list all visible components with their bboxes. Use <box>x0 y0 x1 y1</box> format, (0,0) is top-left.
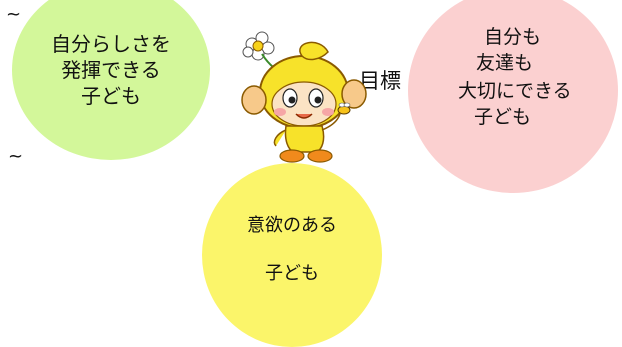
goal-circle-yellow: 意欲のある 子ども <box>202 163 382 347</box>
green-line-1: 自分らしさを <box>51 32 171 56</box>
bee-icon <box>337 102 351 115</box>
tilde-mid: ~ <box>8 146 24 167</box>
pink-line-1: 自分も <box>484 26 542 48</box>
green-line-3: 子ども <box>81 84 141 108</box>
tilde-top: ~ <box>6 4 22 25</box>
goal-circle-green: 自分らしさを 発揮できる 子ども <box>12 0 210 160</box>
yellow-line-2: 子ども <box>265 263 319 284</box>
mascot-character-icon <box>241 31 367 163</box>
pink-line-3: 大切にできる <box>458 80 572 102</box>
pink-line-2: 友達も <box>476 52 534 74</box>
pink-line-4: 子ども <box>474 106 532 128</box>
yellow-line-1: 意欲のある <box>247 215 337 236</box>
goal-circle-pink: 自分も 友達も 大切にできる 子ども <box>408 0 618 193</box>
green-line-2: 発揮できる <box>61 58 161 82</box>
